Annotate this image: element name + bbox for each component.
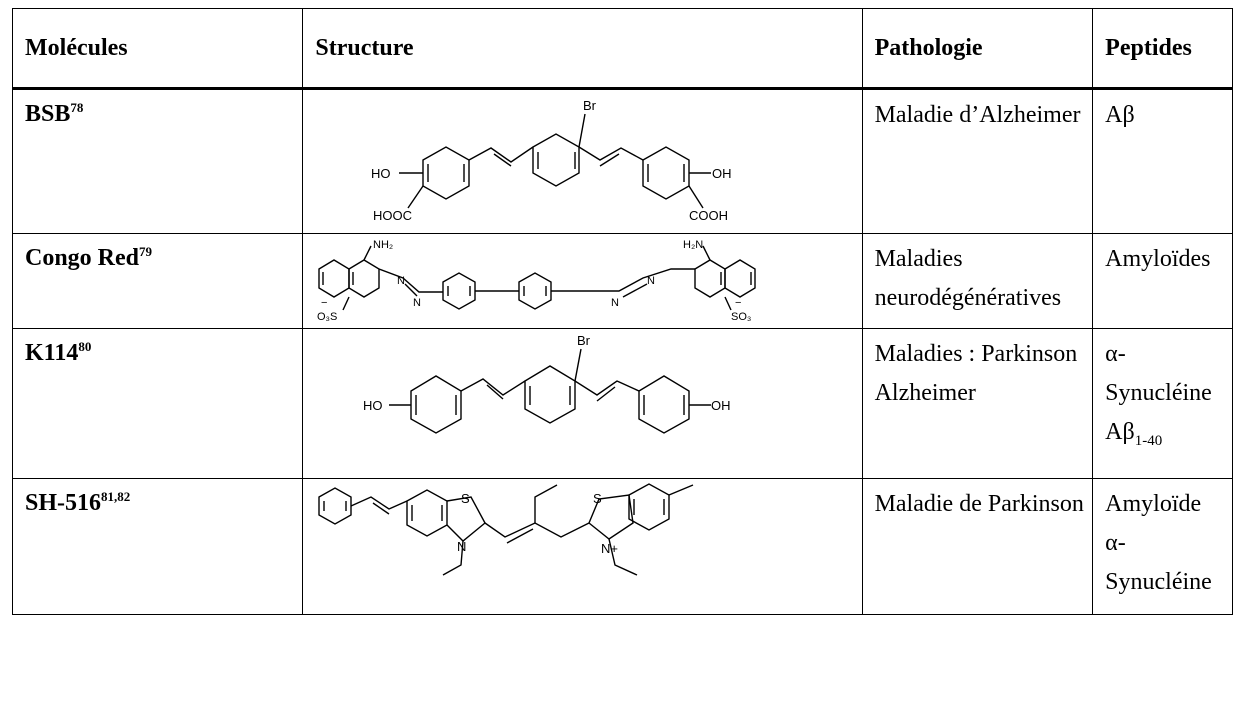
table-row: Congo Red79: [11, 233, 1233, 329]
molecule-name-text: SH-516: [25, 490, 102, 516]
peptide-text: α-Synucléine: [1105, 530, 1212, 595]
peptide-text: α-Synucléine: [1105, 341, 1212, 406]
structure-cell: NH₂ H₂N O₃S − SO₃ − N N N N: [302, 233, 863, 329]
molecule-name: SH-51681,82: [11, 478, 304, 615]
molecule-name-text: Congo Red: [25, 245, 140, 271]
molecule-table: Molécules Structure Pathologie Peptides …: [11, 8, 1233, 615]
peptides-cell: α-Synucléine Aβ1-40: [1092, 328, 1233, 479]
pathologie-text: Maladie d’Alzheimer: [874, 102, 1081, 128]
azo-nitrogen-label: N: [397, 275, 405, 287]
pathologie-text: neurodégénératives: [874, 285, 1062, 311]
pathologie-cell: Maladies neurodégénératives: [861, 233, 1094, 329]
peptides-cell: Aβ: [1092, 88, 1233, 234]
peptide-abeta: Aβ: [1105, 419, 1135, 445]
structure-cell: S N S N+: [302, 478, 863, 615]
reference-number: 80: [78, 339, 92, 354]
header-molecules: Molécules: [11, 8, 304, 90]
pathologie-text: Maladies : Parkinson: [874, 341, 1078, 367]
table-row: K11480: [11, 328, 1233, 479]
sulfur-left-label: S: [461, 491, 470, 506]
hydroxyl-left-label: HO: [363, 398, 383, 413]
molecule-name: K11480: [11, 328, 304, 479]
molecule-name: Congo Red79: [11, 233, 304, 329]
header-structure: Structure: [302, 8, 863, 90]
congo-red-structure-diagram: NH₂ H₂N O₃S − SO₃ − N N N N: [317, 239, 757, 323]
bromine-label: Br: [577, 333, 591, 348]
header-peptides: Peptides: [1092, 8, 1233, 90]
hydroxyl-right-label: OH: [712, 166, 732, 181]
sulfonate-right-label: SO₃: [731, 311, 751, 323]
structure-cell: Br HO OH HOOC COOH: [302, 88, 863, 234]
peptide-text: Aβ: [1105, 102, 1135, 128]
sulfur-right-label: S: [593, 491, 602, 506]
pathologie-cell: Maladie de Parkinson: [861, 478, 1094, 615]
pathologie-cell: Maladie d’Alzheimer: [861, 88, 1094, 234]
sulfonate-left-charge: −: [321, 297, 327, 309]
header-pathologie: Pathologie: [861, 8, 1094, 90]
sulfonate-left-label: O₃S: [317, 311, 337, 323]
bromine-label: Br: [583, 98, 597, 113]
peptide-text: Aβ1-40: [1105, 413, 1231, 452]
peptide-text: Amyloïde: [1105, 491, 1202, 517]
amine-right-label: H₂N: [683, 239, 703, 251]
peptide-subscript: 1-40: [1134, 432, 1163, 449]
sulfonate-right-charge: −: [735, 297, 741, 309]
azo-nitrogen-label: N: [647, 275, 655, 287]
nitrogen-cation-label: N+: [601, 541, 618, 556]
sh516-structure-diagram: S N S N+: [318, 483, 694, 576]
pathologie-text: Alzheimer: [874, 380, 976, 406]
molecule-name: BSB78: [11, 88, 304, 234]
carboxyl-left-label: HOOC: [373, 208, 412, 223]
azo-nitrogen-label: N: [611, 297, 619, 309]
azo-nitrogen-label: N: [413, 297, 421, 309]
peptides-cell: Amyloïdes: [1092, 233, 1233, 329]
nitrogen-left-label: N: [457, 539, 466, 554]
table-header-row: Molécules Structure Pathologie Peptides: [11, 8, 1233, 90]
pathologie-cell: Maladies : Parkinson Alzheimer: [861, 328, 1094, 479]
k114-structure-diagram: Br HO OH: [363, 333, 731, 434]
amine-left-label: NH₂: [373, 239, 393, 251]
hydroxyl-right-label: OH: [711, 398, 731, 413]
pathologie-text: Maladie de Parkinson: [874, 491, 1084, 517]
peptide-text: Amyloïdes: [1105, 246, 1211, 272]
peptides-cell: Amyloïde α-Synucléine: [1092, 478, 1233, 615]
molecule-name-text: BSB: [25, 101, 71, 127]
table-row: BSB78: [11, 88, 1233, 234]
molecule-name-text: K114: [25, 340, 79, 366]
carboxyl-right-label: COOH: [689, 208, 728, 223]
reference-number: 78: [70, 100, 84, 115]
hydroxyl-left-label: HO: [371, 166, 391, 181]
reference-number: 81,82: [101, 489, 131, 504]
bsb-structure-diagram: Br HO OH HOOC COOH: [371, 98, 732, 223]
table-row: SH-51681,82: [11, 478, 1233, 615]
reference-number: 79: [139, 244, 153, 259]
structure-cell: Br HO OH: [302, 328, 863, 479]
pathologie-text: Maladies: [874, 246, 963, 272]
